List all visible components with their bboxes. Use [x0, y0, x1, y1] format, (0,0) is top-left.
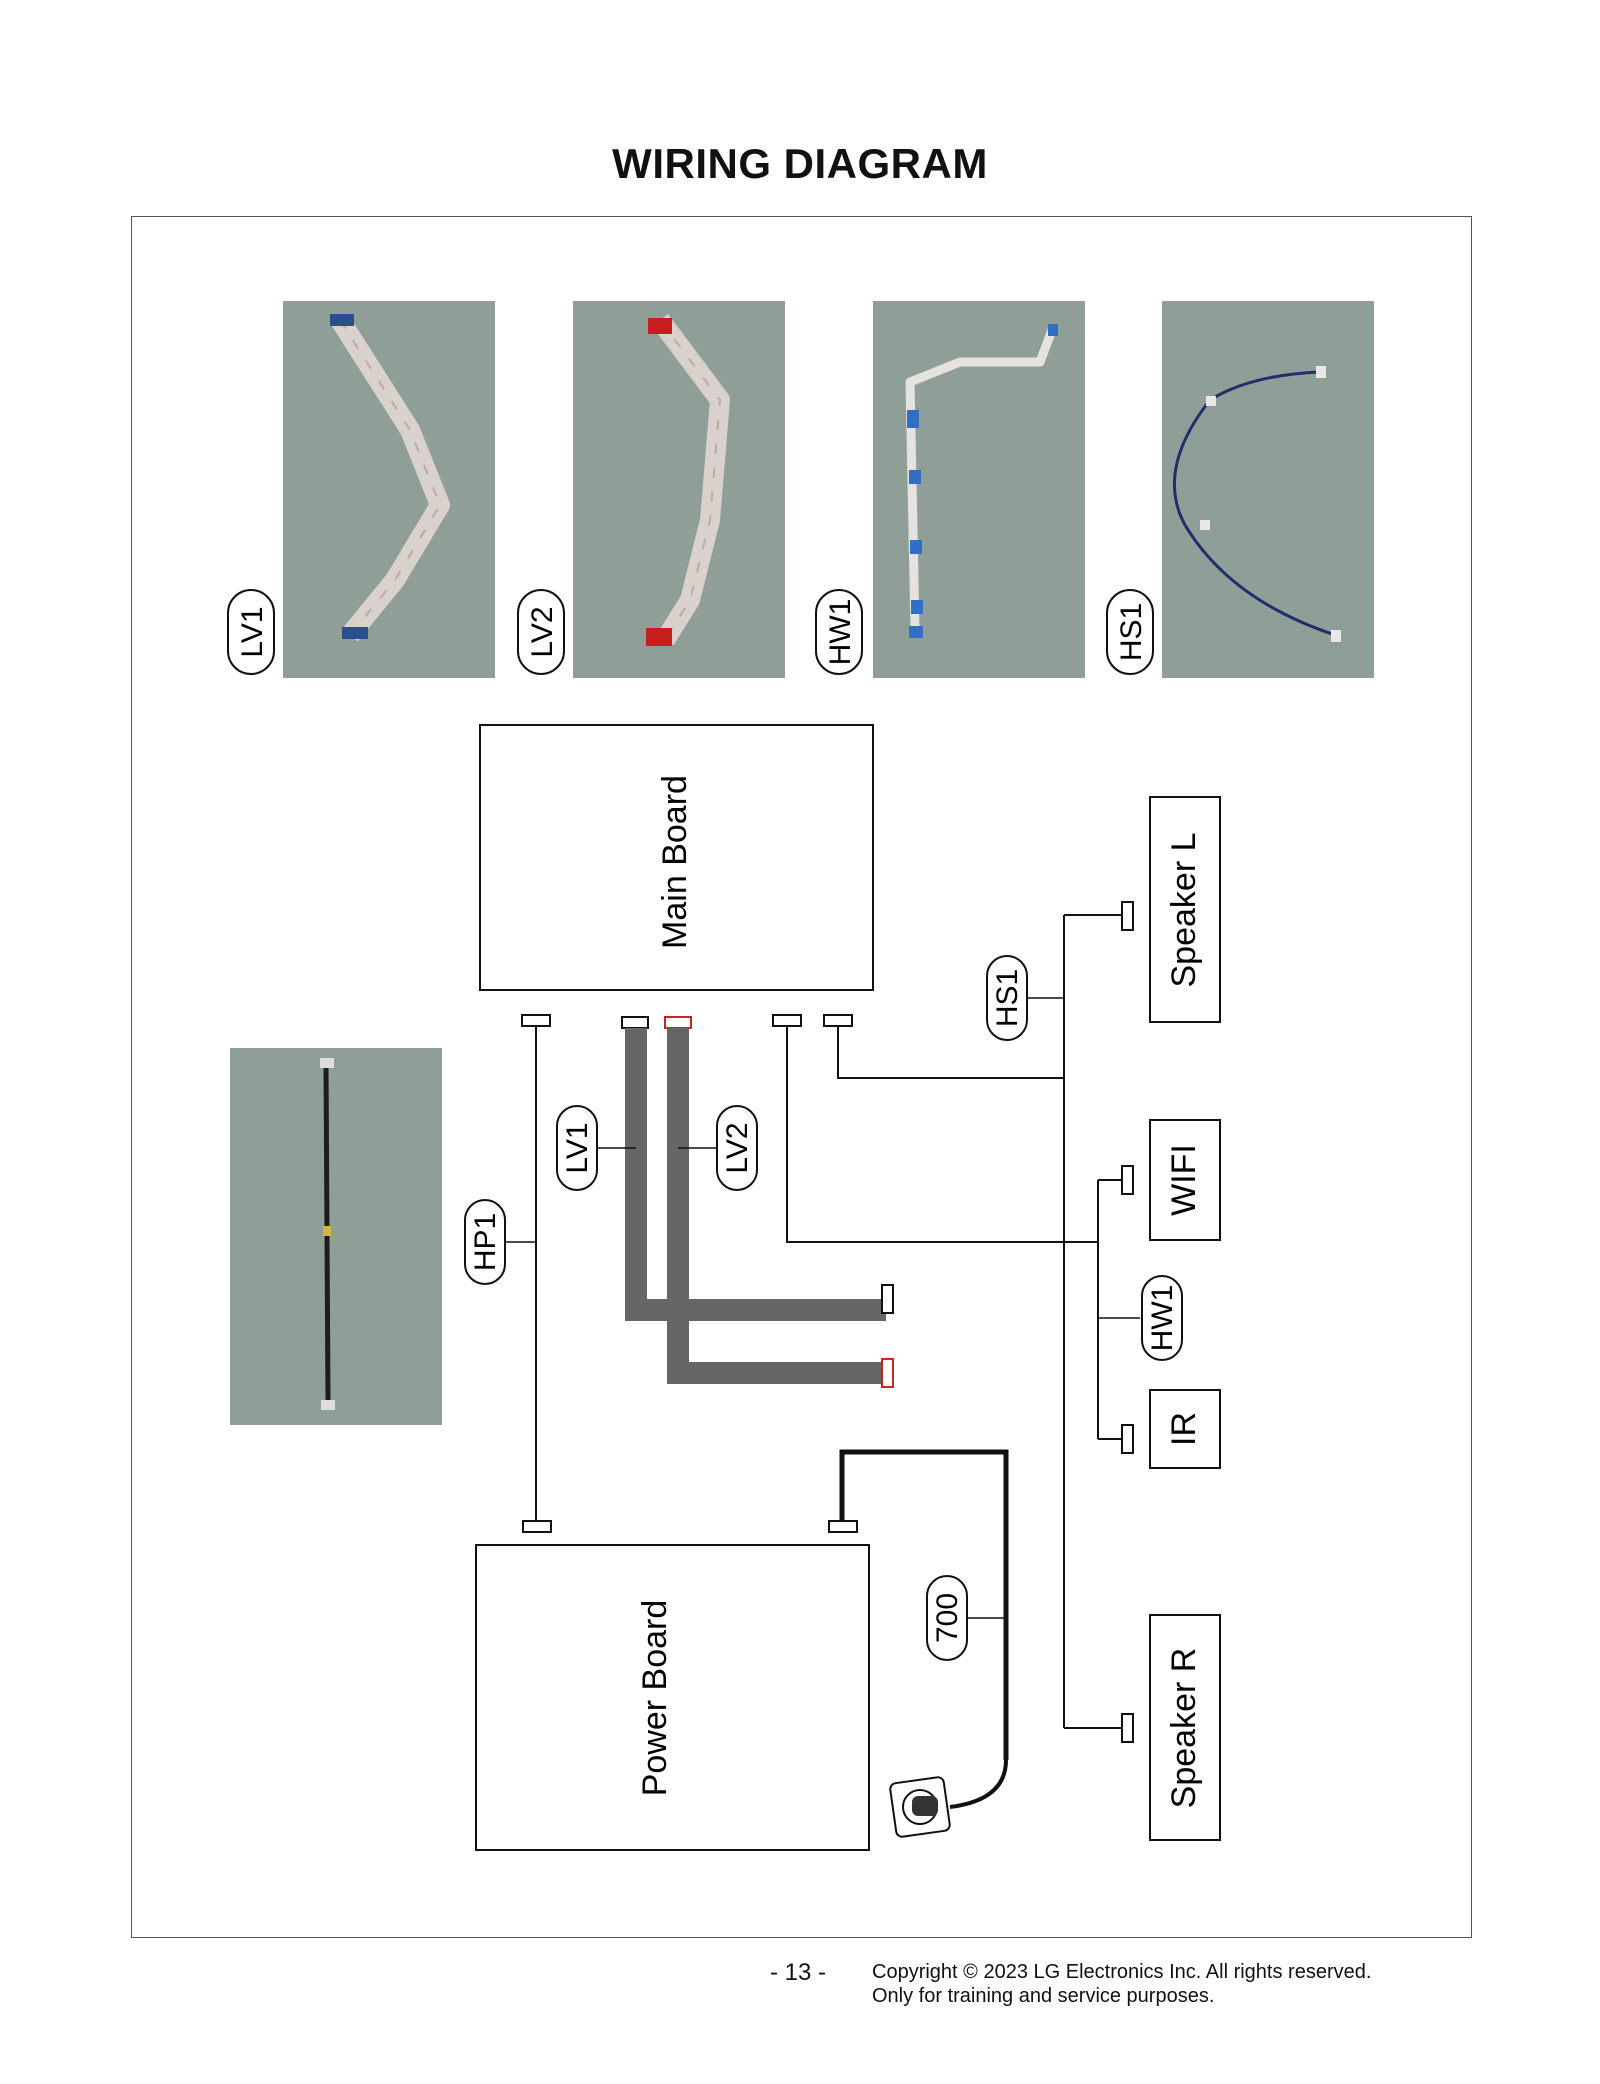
main-lv1-connector — [621, 1016, 649, 1029]
photo-lv1 — [283, 301, 495, 678]
main-board: Main Board — [479, 724, 874, 991]
power-hp1-connector — [522, 1520, 552, 1533]
label-lv2: LV2 — [716, 1105, 758, 1191]
main-board-label: Main Board — [656, 775, 694, 949]
ir-label: IR — [1165, 1412, 1203, 1446]
copyright-line-2: Only for training and service purposes. — [872, 1985, 1215, 2007]
ir-box: IR — [1149, 1389, 1221, 1469]
label-hs1: HS1 — [986, 955, 1028, 1041]
label-hw1-text: HW1 — [1146, 1285, 1179, 1352]
label-lv2-text: LV2 — [721, 1122, 754, 1173]
speaker-r-label: Speaker R — [1165, 1648, 1203, 1809]
tag-hs1: HS1 — [1106, 589, 1154, 675]
lv1-ribbon — [625, 1028, 886, 1321]
main-hw1-connector — [772, 1014, 802, 1027]
label-hp1: HP1 — [464, 1199, 506, 1285]
hs1-harness — [837, 914, 1122, 1729]
wifi-box: WIFI — [1149, 1119, 1221, 1241]
lv2-connector-top — [648, 318, 672, 334]
tag-lv1-text: LV1 — [236, 606, 269, 657]
photo-hw1 — [873, 301, 1085, 678]
diagram-frame — [131, 216, 1472, 1938]
panel-lv2-connector — [881, 1358, 894, 1388]
tag-lv1: LV1 — [227, 589, 275, 675]
main-hs1-connector — [823, 1014, 853, 1027]
lv1-connector-top — [330, 314, 354, 326]
tag-hw1: HW1 — [815, 589, 863, 675]
page-title: WIRING DIAGRAM — [612, 140, 988, 187]
power-cord-connector — [828, 1520, 858, 1533]
tag-lv2: LV2 — [517, 589, 565, 675]
label-700: 700 — [926, 1575, 968, 1661]
photo-lv2 — [573, 301, 785, 678]
label-700-text: 700 — [931, 1593, 964, 1643]
tag-hs1-text: HS1 — [1115, 603, 1148, 661]
tag-lv2-text: LV2 — [526, 606, 559, 657]
speaker-l-connector — [1121, 901, 1134, 931]
copyright: Copyright © 2023 LG Electronics Inc. All… — [872, 1960, 1371, 2008]
label-lv1-text: LV1 — [561, 1122, 594, 1173]
label-lv1: LV1 — [556, 1105, 598, 1191]
copyright-line-1: Copyright © 2023 LG Electronics Inc. All… — [872, 1961, 1372, 1983]
photo-hp1 — [230, 1048, 442, 1425]
panel-lv1-connector — [881, 1284, 894, 1314]
label-hw1: HW1 — [1141, 1275, 1183, 1361]
photo-hs1 — [1162, 301, 1374, 678]
ir-connector — [1121, 1424, 1134, 1454]
ac-plug-icon — [889, 1776, 951, 1838]
label-hs1-text: HS1 — [991, 969, 1024, 1027]
main-lv2-connector — [664, 1016, 692, 1029]
page-number: - 13 - — [770, 1959, 827, 1986]
speaker-l-box: Speaker L — [1149, 796, 1221, 1023]
power-cord — [839, 1449, 1009, 1809]
tag-hw1-text: HW1 — [824, 599, 857, 666]
speaker-r-box: Speaker R — [1149, 1614, 1221, 1841]
lv1-connector-bottom — [342, 627, 368, 639]
power-board: Power Board — [475, 1544, 870, 1851]
lv2-ribbon — [667, 1028, 886, 1384]
wifi-label: WIFI — [1165, 1144, 1203, 1216]
speaker-r-connector — [1121, 1713, 1134, 1743]
power-board-label: Power Board — [636, 1600, 674, 1797]
wifi-connector — [1121, 1165, 1134, 1195]
speaker-l-label: Speaker L — [1165, 833, 1203, 988]
hw1-harness — [786, 1026, 1140, 1440]
label-hp1-text: HP1 — [469, 1213, 502, 1271]
lv2-connector-bottom — [646, 628, 672, 646]
main-hp1-connector — [521, 1014, 551, 1027]
